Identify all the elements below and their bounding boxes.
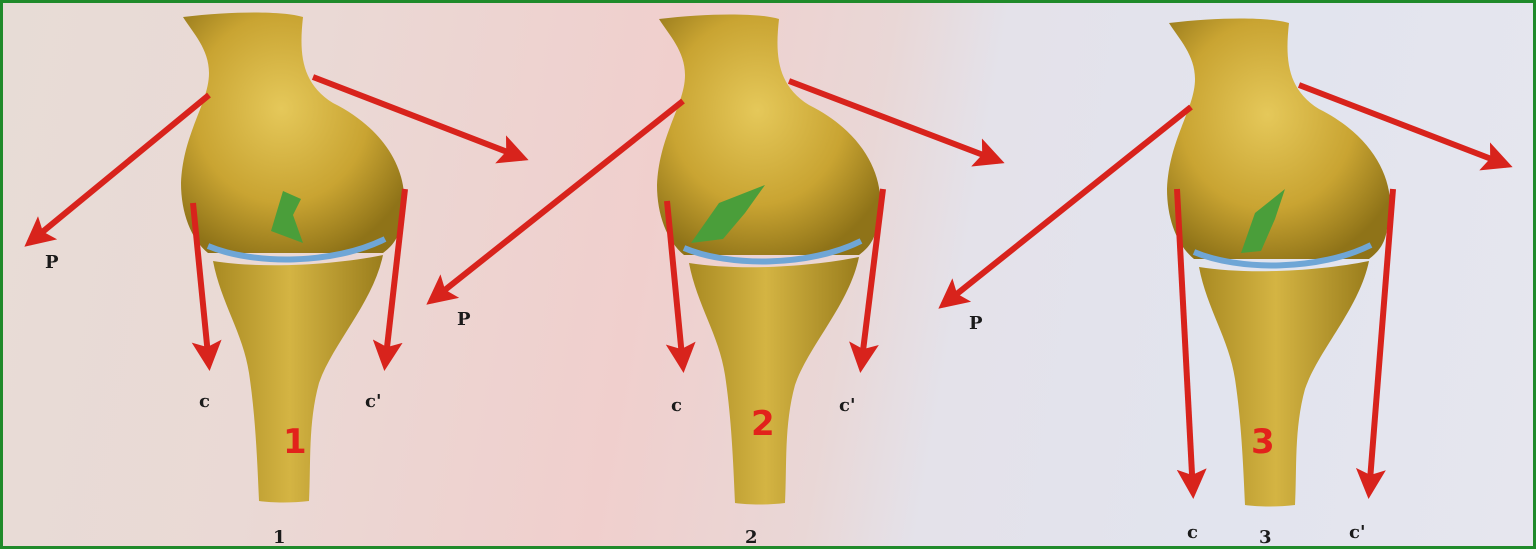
- panel-2: P c c' 2 2: [431, 15, 999, 547]
- panel-number-2: 2: [751, 404, 775, 444]
- upper-bone-2: [657, 15, 880, 256]
- panel-number-3: 3: [1251, 422, 1275, 462]
- label-c2-1: c': [365, 391, 381, 412]
- arrow-p-2: [431, 101, 683, 301]
- bone-3: [1167, 19, 1390, 507]
- caption-1: 1: [273, 527, 286, 546]
- arrow-p-3: [943, 107, 1191, 305]
- upper-bone-3: [1167, 19, 1390, 260]
- caption-3: 3: [1259, 527, 1272, 546]
- label-p-3: P: [969, 313, 983, 334]
- panel-number-1: 1: [283, 422, 307, 462]
- lower-bone-3: [1199, 261, 1369, 507]
- label-c-2: c: [671, 395, 682, 416]
- diagram-frame: P c c' 1 1 P c c' 2 2: [3, 3, 1533, 546]
- panel-1: P c c' 1 1: [29, 13, 523, 547]
- caption-2: 2: [745, 527, 758, 546]
- panel-3: P c c' 3 3: [943, 19, 1507, 547]
- label-c-1: c: [199, 391, 210, 412]
- label-c-3: c: [1187, 522, 1198, 543]
- lower-bone-2: [689, 257, 859, 505]
- label-p-1: P: [45, 252, 59, 273]
- label-p-2: P: [457, 309, 471, 330]
- arrow-p-1: [29, 95, 209, 243]
- label-c2-2: c': [839, 395, 855, 416]
- knee-joint-diagram: P c c' 1 1 P c c' 2 2: [3, 3, 1533, 546]
- label-c2-3: c': [1349, 522, 1365, 543]
- lower-bone-1: [213, 255, 383, 503]
